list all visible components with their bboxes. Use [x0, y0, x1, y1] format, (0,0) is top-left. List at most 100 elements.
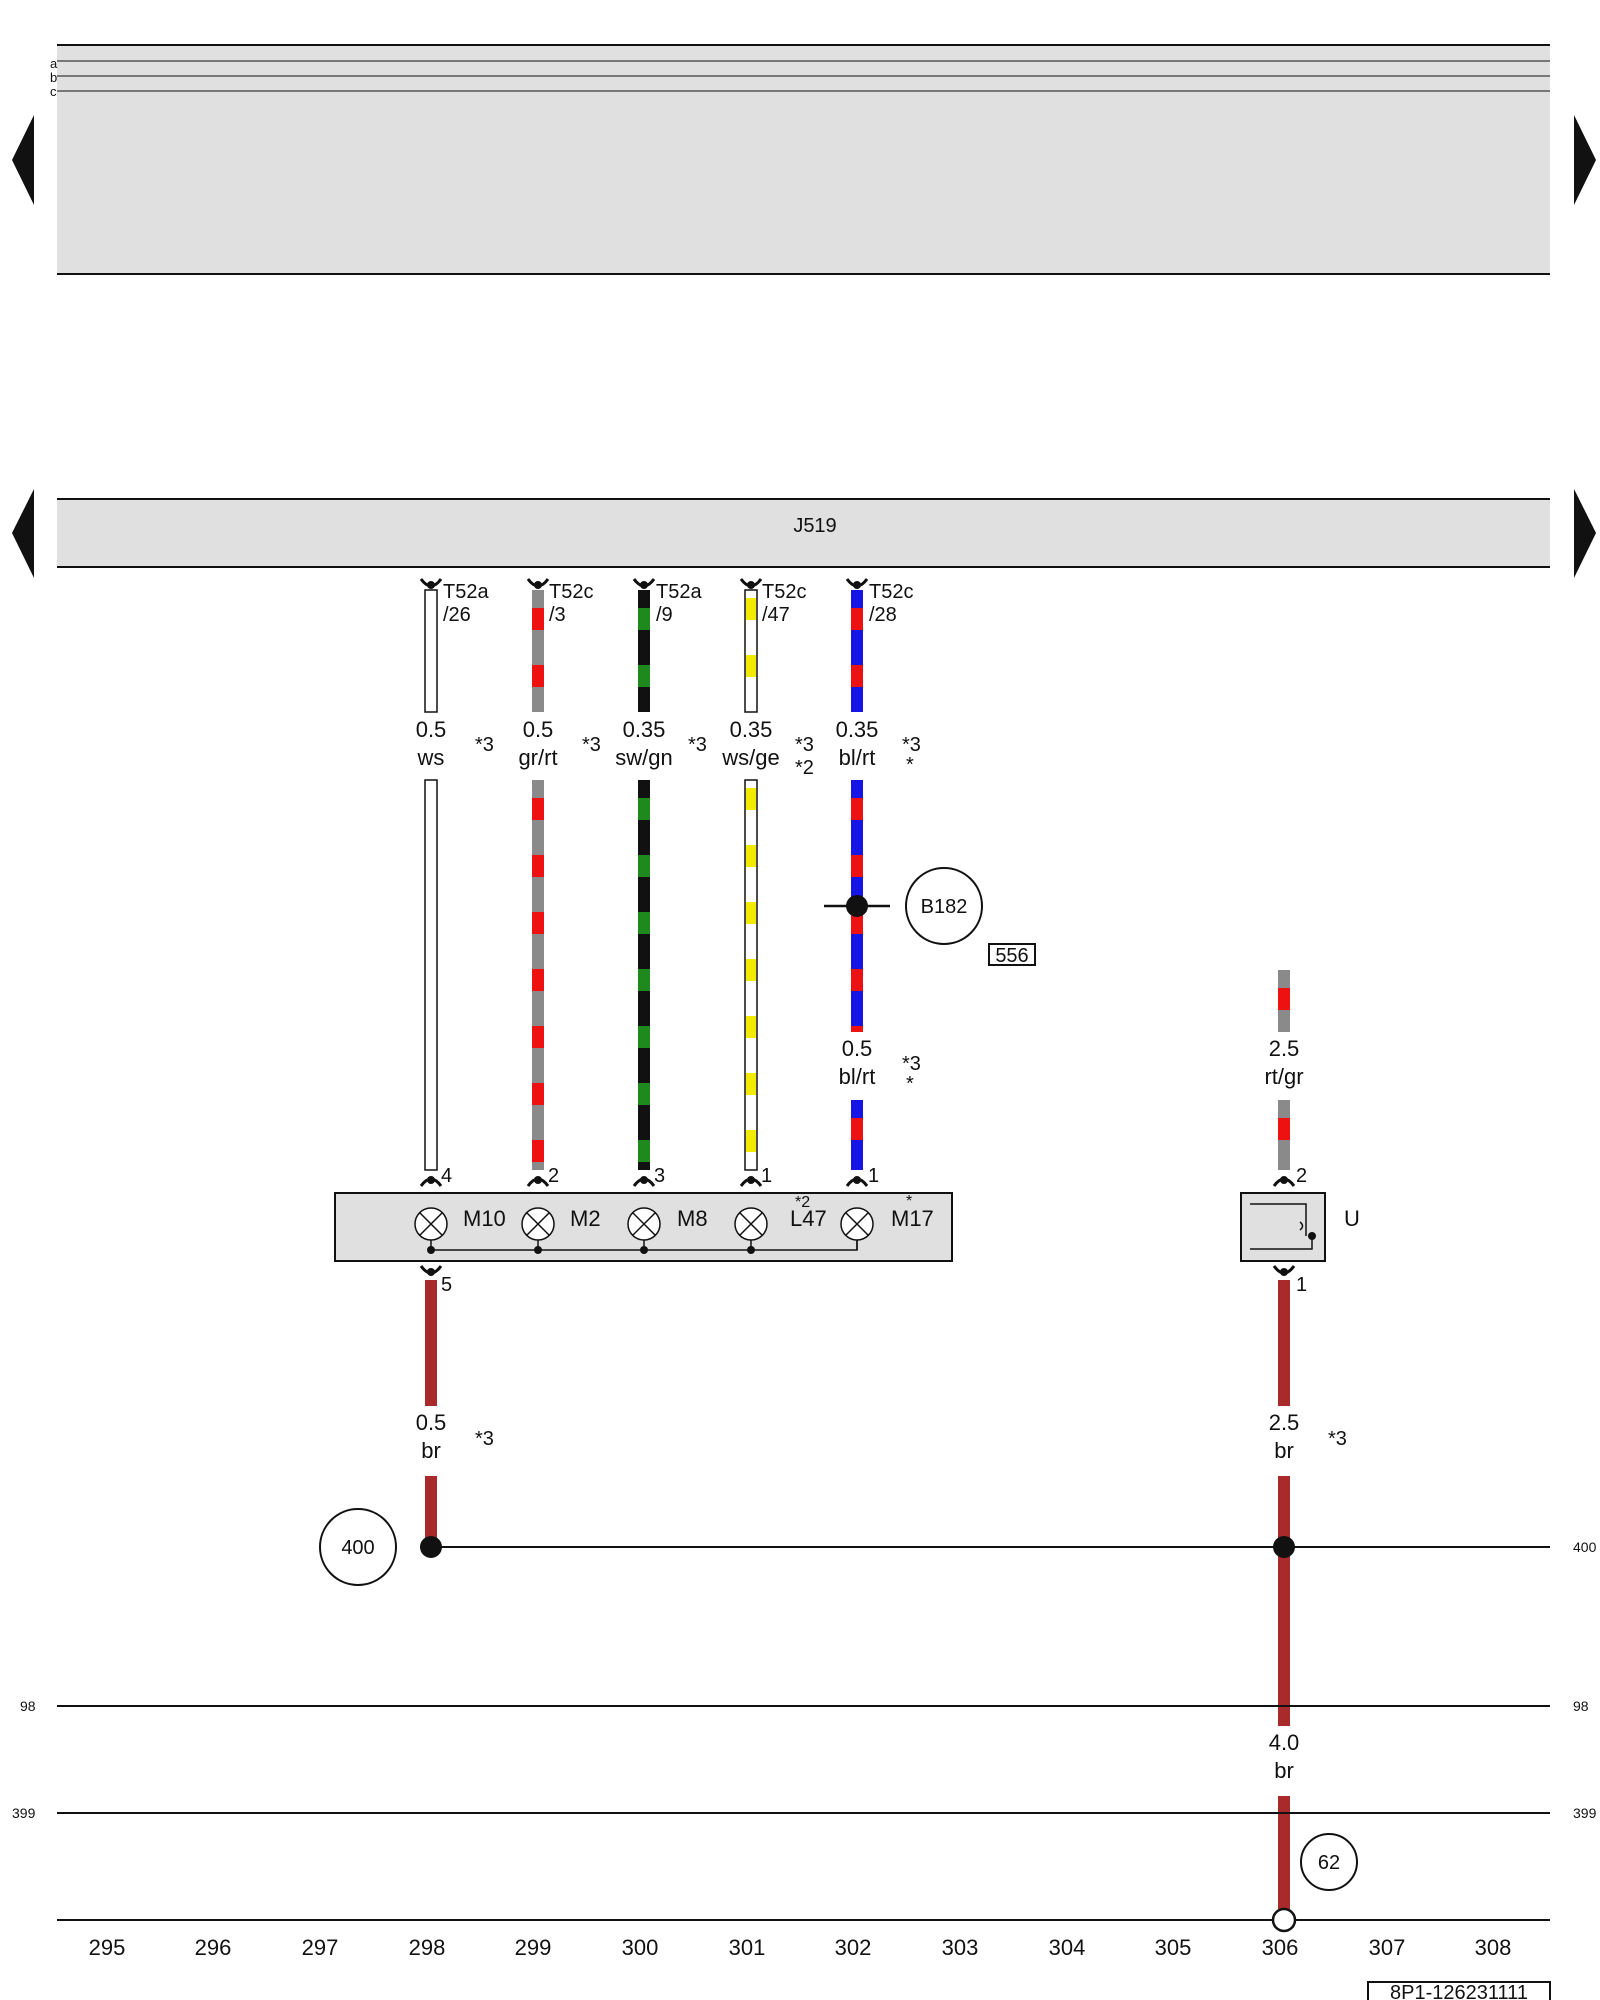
- connector-pin-2: /3: [549, 604, 566, 626]
- top-bar: a b c: [12, 44, 1596, 275]
- wire-note-1: *3: [475, 734, 494, 756]
- column-number-10: 304: [1049, 1935, 1086, 1960]
- wire-lower-3: [638, 780, 650, 1170]
- rail-label-a: a: [50, 56, 58, 71]
- column-number-12: 306: [1262, 1935, 1299, 1960]
- lamp-pin-5: 1: [868, 1165, 879, 1187]
- wires: [419, 578, 1296, 1909]
- page-prev-arrow-icon[interactable]: [12, 115, 34, 205]
- connector-hook-icon: [632, 1176, 656, 1187]
- connector-hook-icon: [845, 1176, 869, 1187]
- lamp-ground-color: br: [421, 1438, 441, 1463]
- wire-color-5: bl/rt: [839, 745, 876, 770]
- socket-contact-icon: [1250, 1203, 1313, 1250]
- connector-hook-icon: [1272, 1176, 1296, 1187]
- connector-hook-icon: [526, 578, 550, 589]
- ground-terminal-icon: [1271, 1907, 1297, 1933]
- lamp-label-3: M8: [677, 1206, 708, 1231]
- wire-lower-1: [424, 779, 438, 1171]
- connector-hook-icon: [739, 578, 763, 589]
- doc-id-label: 8P1-126231111: [1390, 1982, 1528, 2000]
- supply-wire-lower: [1278, 1100, 1290, 1170]
- bus-next-arrow-icon[interactable]: [1574, 489, 1596, 578]
- bus-prev-arrow-icon[interactable]: [12, 489, 34, 578]
- splice-dot: [846, 895, 868, 917]
- junction-dot-left: [420, 1536, 442, 1558]
- wire-note-4: *3: [795, 734, 814, 756]
- column-number-14: 308: [1475, 1935, 1512, 1960]
- splice-b182: B182: [824, 867, 983, 945]
- wire-note-2: *3: [582, 734, 601, 756]
- splice-circle: [905, 867, 983, 945]
- lamp-ground-note: *3: [475, 1428, 494, 1450]
- socket-label: U: [1344, 1206, 1360, 1231]
- column-number-3: 297: [302, 1935, 339, 1960]
- column-number-13: 307: [1369, 1935, 1406, 1960]
- bus-98-right: 98: [1573, 1698, 1589, 1714]
- wire-size-3: 0.35: [623, 717, 666, 742]
- lamp-pin-3: 3: [654, 1165, 665, 1187]
- lamp-label-1: M10: [463, 1206, 506, 1231]
- socket-ground-wire-upper: [1278, 1280, 1290, 1406]
- control-unit-panel: [57, 499, 1550, 567]
- wire-color-3: sw/gn: [615, 745, 672, 770]
- column-number-8: 302: [835, 1935, 872, 1960]
- lamp-ground-wire-lower: [425, 1476, 437, 1547]
- socket-pin-bottom: 1: [1296, 1274, 1307, 1296]
- lamp-bulb-icon: [840, 1207, 874, 1250]
- connector-label-4: T52c: [762, 581, 806, 603]
- socket-ground-color: br: [1274, 1438, 1294, 1463]
- connector-hook-icon: [419, 1265, 443, 1276]
- socket-ground-note: *3: [1328, 1428, 1347, 1450]
- main-ground-wire: [1278, 1796, 1290, 1909]
- wire-size-1: 0.5: [416, 717, 447, 742]
- supply-ref-box: [988, 943, 1036, 966]
- lamp-bulb-icon: [627, 1207, 661, 1254]
- connector-label-3: T52a: [656, 581, 702, 603]
- lamp-pin-2: 2: [548, 1165, 559, 1187]
- page-next-arrow-icon[interactable]: [1574, 115, 1596, 205]
- wire-color-4: ws/ge: [721, 745, 779, 770]
- column-number-9: 303: [942, 1935, 979, 1960]
- ground-connection-62: 62: [1271, 1833, 1358, 1933]
- lamp-bulb-icon: [521, 1207, 555, 1254]
- connector-hook-icon: [845, 578, 869, 589]
- wire-lower-4: [744, 779, 758, 1171]
- control-unit-bar: J519: [12, 489, 1596, 578]
- rail-label-b: b: [50, 70, 57, 85]
- supply-wire-upper: [1278, 970, 1290, 1032]
- lamp-cluster: M10 M2 M8 L47 *2 M17 *: [334, 1192, 953, 1262]
- main-ground-labels: 4.0 br: [1269, 1730, 1300, 1783]
- bus-399-right: 399: [1573, 1805, 1597, 1821]
- lamp-pin-numbers: 4 2 3 1 1 5: [441, 1165, 879, 1296]
- wire-color-1: ws: [417, 745, 445, 770]
- connector-pin-5: /28: [869, 604, 897, 626]
- lamp-pin-4: 1: [761, 1165, 772, 1187]
- socket-pin-top: 2: [1296, 1165, 1307, 1187]
- lamp-pin-1: 4: [441, 1165, 452, 1187]
- socket-u: 556 2.5 rt/gr U 2 1 2.5 br *3: [988, 943, 1360, 1463]
- connector-label-2: T52c: [549, 581, 593, 603]
- column-number-2: 296: [195, 1935, 232, 1960]
- wire-size-2: 0.5: [523, 717, 554, 742]
- connector-hook-icon: [526, 1176, 550, 1187]
- wire-lower-2: [532, 780, 544, 1170]
- connector-hook-icon: [739, 1176, 763, 1187]
- ground-point-circle: [319, 1508, 397, 1586]
- lamp-label-4: L47: [790, 1206, 827, 1231]
- lamp-label-2: M2: [570, 1206, 601, 1231]
- column-number-5: 299: [515, 1935, 552, 1960]
- connector-pin-4: /47: [762, 604, 790, 626]
- wire-upper-1: [424, 589, 438, 713]
- bus-label-400: 400: [1573, 1539, 1597, 1555]
- bus-98-left: 98: [20, 1698, 36, 1714]
- column-number-6: 300: [622, 1935, 659, 1960]
- supply-wire-color: rt/gr: [1264, 1064, 1303, 1089]
- lamp-bulb-icon: [734, 1207, 768, 1254]
- rail-label-c: c: [50, 84, 57, 99]
- wire-splice-out: [851, 1100, 863, 1170]
- wire-size-6: 0.5: [842, 1036, 873, 1061]
- wire-note-6: *3: [902, 1053, 921, 1075]
- wire-size-4: 0.35: [730, 717, 773, 742]
- wire-note2-6: *: [906, 1073, 914, 1095]
